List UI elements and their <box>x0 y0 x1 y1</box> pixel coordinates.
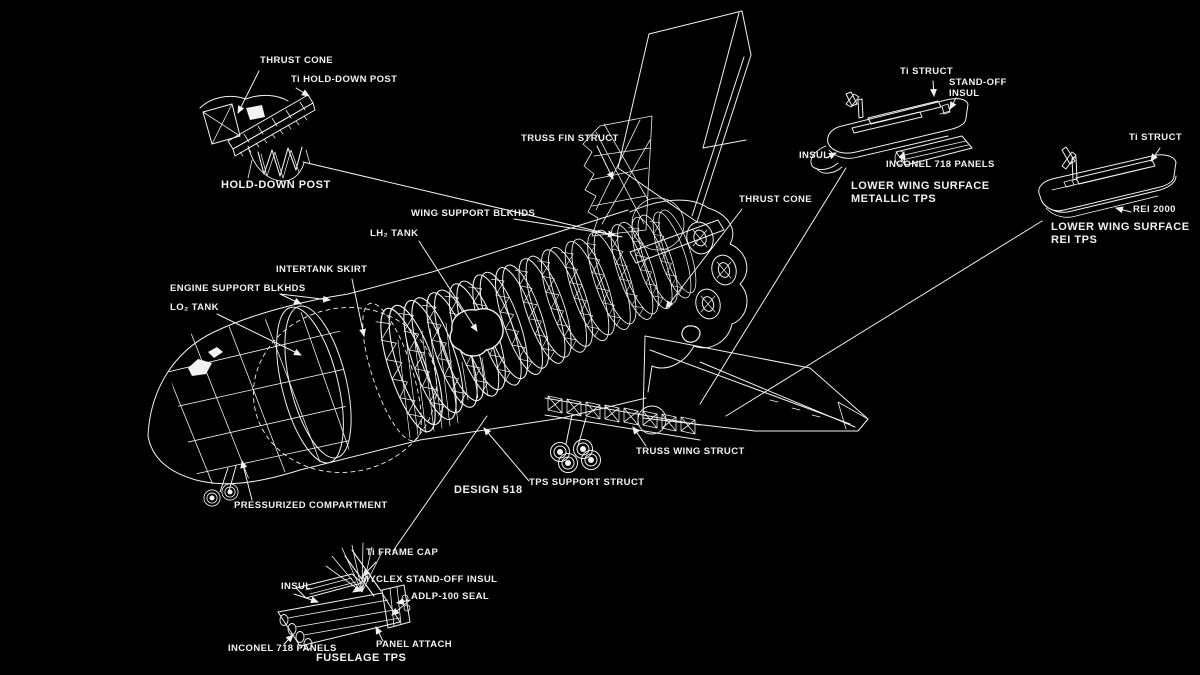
label-stand-off-insul: STAND-OFF INSUL <box>949 77 1007 99</box>
label-lo2-tank: LO₂ TANK <box>170 302 219 313</box>
fin-truss-structure <box>582 115 653 237</box>
label-ti-hold-down-post: Ti HOLD-DOWN POST <box>291 74 398 85</box>
label-thrust-cone-right: THRUST CONE <box>739 194 813 205</box>
metallic-tps-inset <box>810 91 973 174</box>
hold-down-post-inset <box>199 94 316 182</box>
label-tps-support-struct: TPS SUPPORT STRUCT <box>529 477 645 488</box>
lh2-tank-ring-frames <box>416 205 705 413</box>
caption-fuselage-tps: FUSELAGE TPS <box>316 652 407 664</box>
callout-arrows <box>216 70 1161 645</box>
caption-design-518: DESIGN 518 <box>454 484 523 496</box>
rei-tps-inset <box>1038 146 1177 218</box>
label-ti-struct-rei: Ti STRUCT <box>1129 132 1183 143</box>
label-inconel-718-metallic: INCONEL 718 PANELS <box>886 159 995 170</box>
inset-leader-lines <box>302 161 1043 552</box>
label-pressurized-compartment: PRESSURIZED COMPARTMENT <box>234 500 388 511</box>
label-ti-struct-metallic: Ti STRUCT <box>900 66 954 77</box>
label-panel-attach: PANEL ATTACH <box>376 639 453 650</box>
vertical-fin <box>617 10 752 223</box>
far-wing-edge <box>629 219 725 264</box>
pressurized-compartment-structure <box>160 305 352 486</box>
wing <box>642 335 869 432</box>
label-insul-fuselage: INSUL <box>281 581 312 592</box>
label-myclex-stand-off-insul: MYCLEX STAND-OFF INSUL <box>361 574 498 585</box>
label-thrust-cone-left: THRUST CONE <box>260 55 334 66</box>
fuselage-tps-inset <box>277 542 411 650</box>
label-insul-metallic: INSUL <box>799 150 830 161</box>
label-lh2-tank: LH₂ TANK <box>370 228 419 239</box>
label-truss-wing-struct: TRUSS WING STRUCT <box>636 446 745 457</box>
label-wing-support-blkhds: WING SUPPORT BLKHDS <box>411 208 536 219</box>
label-adlp-100-seal: ADLP-100 SEAL <box>411 591 490 602</box>
main-landing-gear <box>550 414 601 473</box>
label-engine-support-blkhds: ENGINE SUPPORT BLKHDS <box>170 283 306 294</box>
label-truss-fin-struct: TRUSS FIN STRUCT <box>521 133 619 144</box>
label-ti-frame-cap: Ti FRAME CAP <box>366 547 439 558</box>
label-inconel-718-fuselage: INCONEL 718 PANELS <box>228 643 337 654</box>
lo2-tank-dashed <box>252 302 438 473</box>
label-rei-2000: REI 2000 <box>1133 204 1176 215</box>
nose-landing-gear <box>203 465 239 507</box>
caption-lower-wing-rei: LOWER WING SURFACE REI TPS <box>1051 221 1190 246</box>
aft-thrust-structure <box>629 197 748 393</box>
caption-hold-down-post: HOLD-DOWN POST <box>221 179 331 191</box>
caption-lower-wing-metallic: LOWER WING SURFACE METALLIC TPS <box>851 180 990 205</box>
label-intertank-skirt: INTERTANK SKIRT <box>276 264 368 275</box>
